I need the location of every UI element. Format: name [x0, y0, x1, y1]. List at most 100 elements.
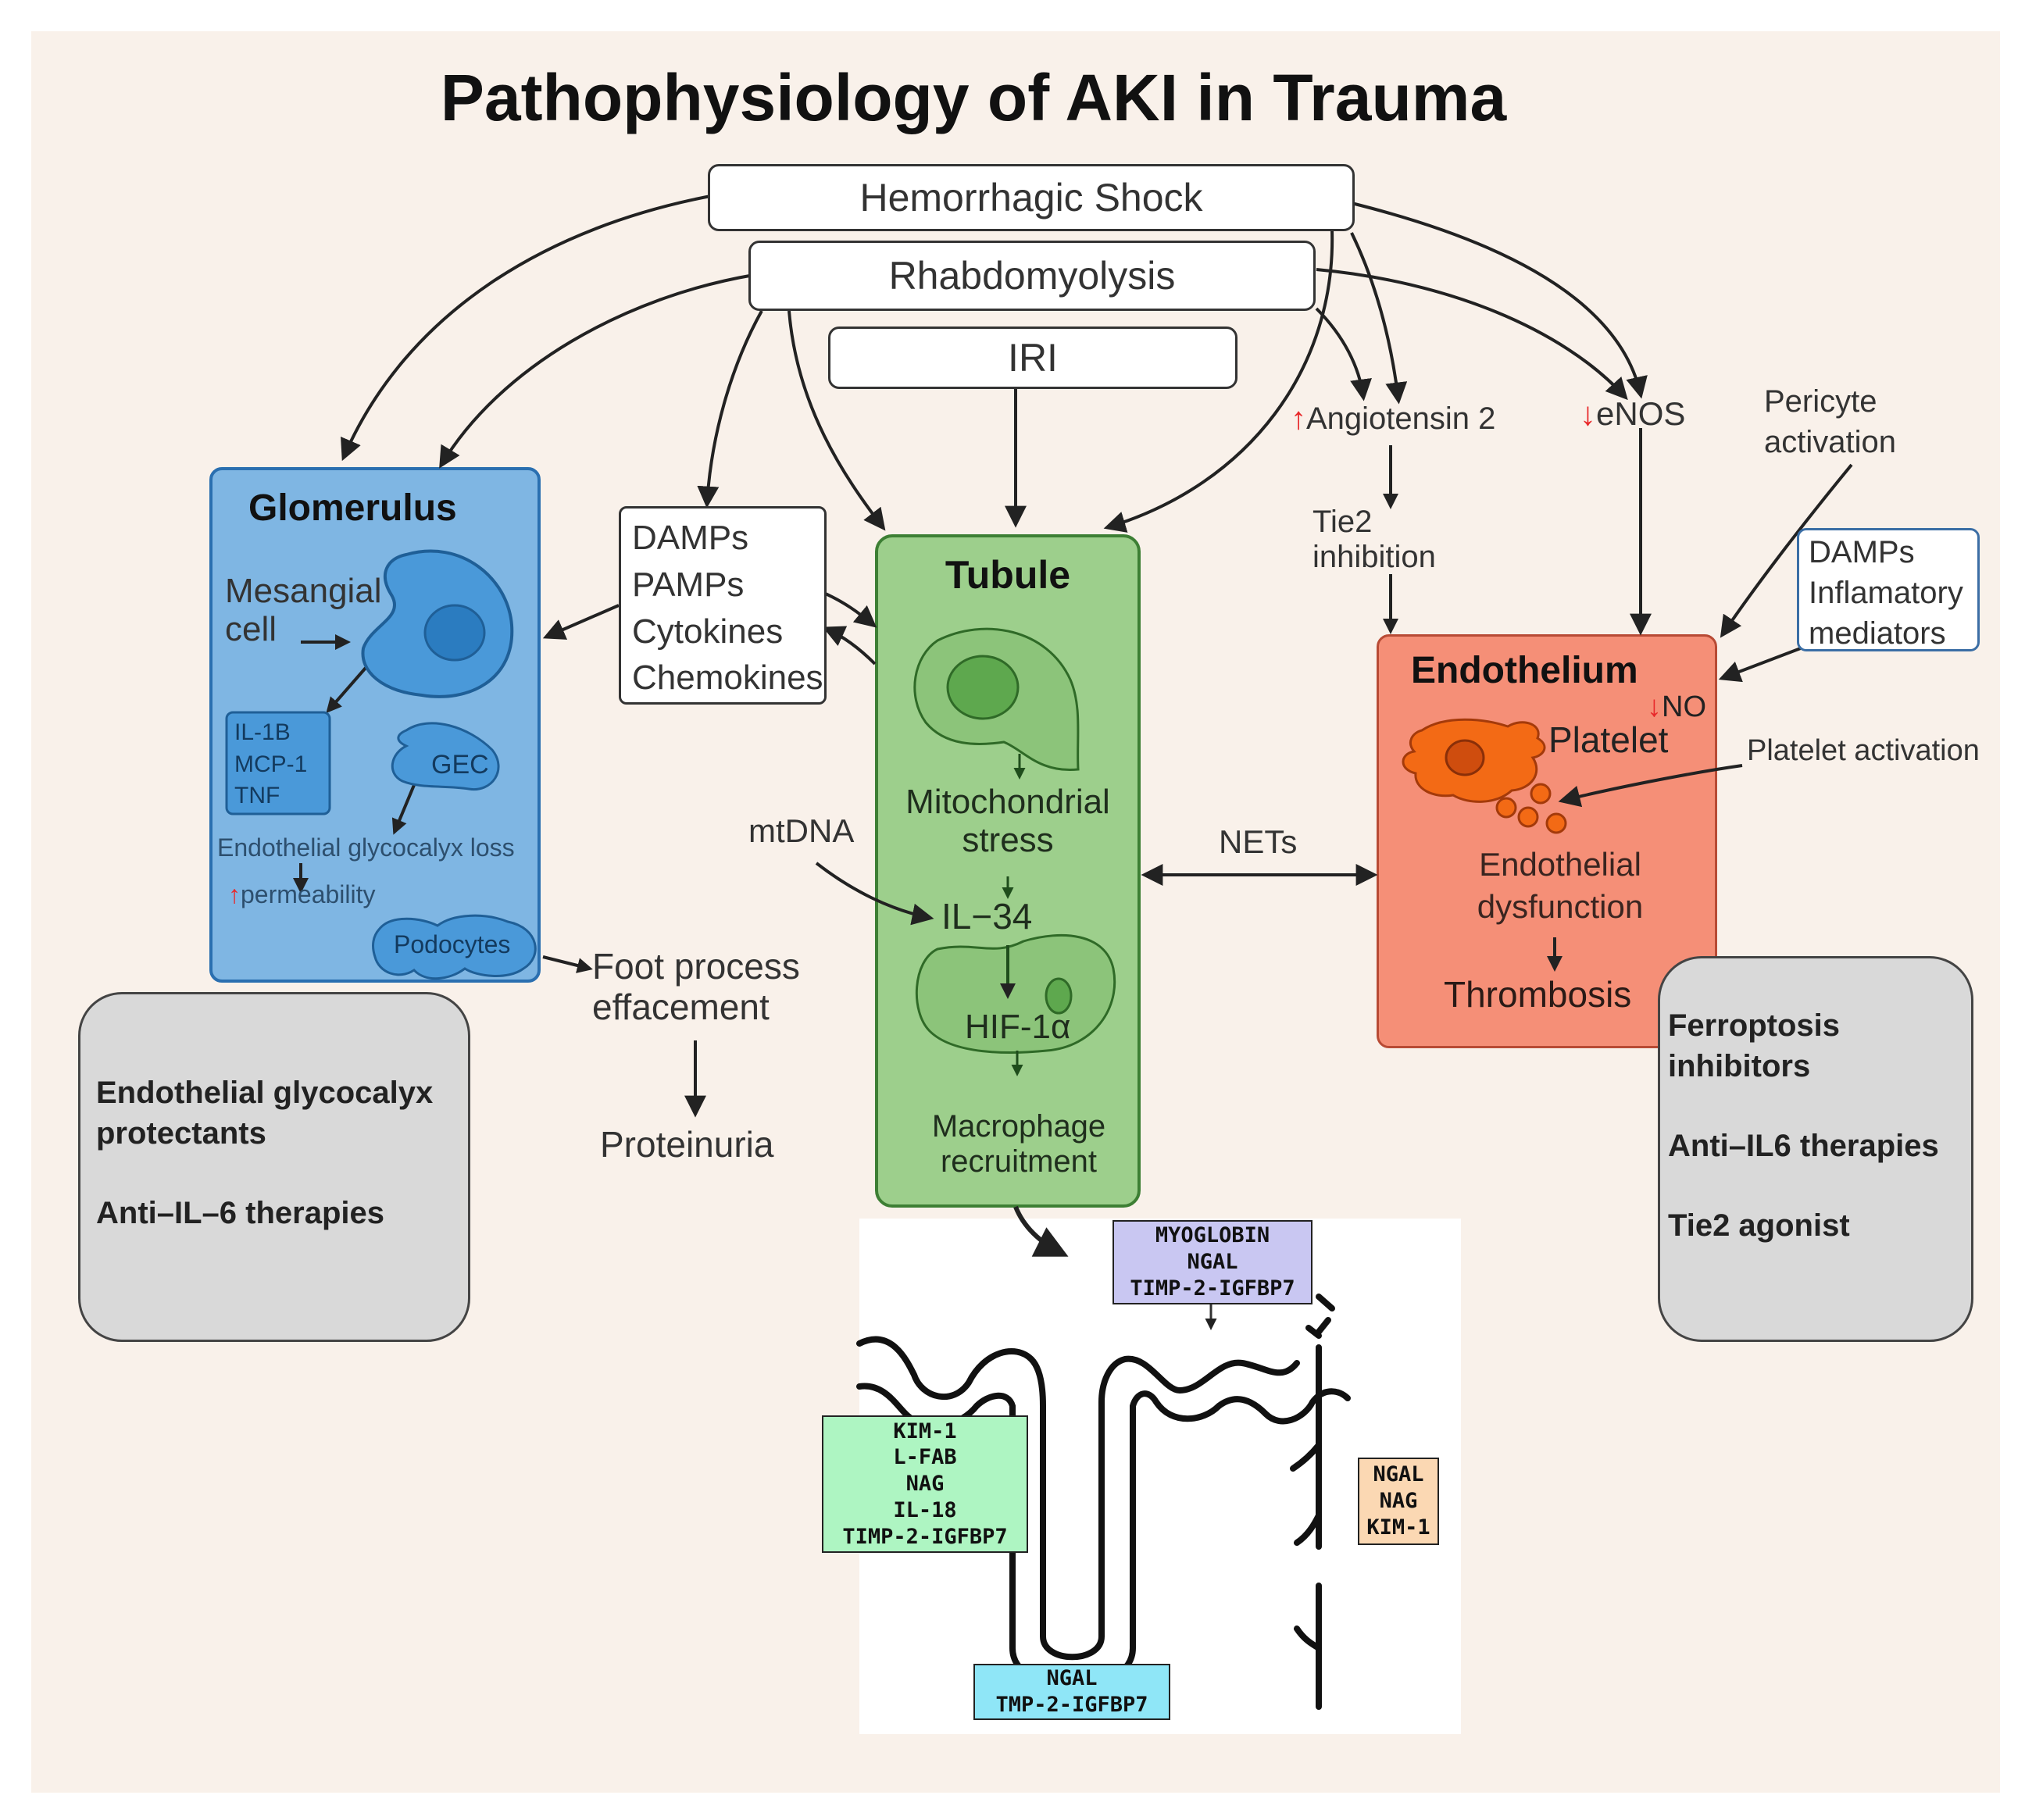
tie2-inhibition-label: Tie2 inhibition — [1312, 505, 1436, 575]
arrow-gec-glycocalyx — [391, 784, 416, 835]
orange-line-2: NAG — [1379, 1489, 1418, 1514]
arrow-mesangial-il1b — [326, 666, 367, 714]
arrow-platelet-activation — [1558, 764, 1743, 808]
hemorrhagic-shock-box: Hemorrhagic Shock — [708, 164, 1355, 231]
therapy-right-line1: Ferroptosis — [1668, 1008, 1841, 1043]
arrow-rhabdo-angiotensin — [1315, 307, 1372, 401]
permeability-text: permeability — [241, 880, 376, 908]
mito-line-2: stress — [962, 821, 1054, 860]
damps-item-4: Chemokines — [632, 658, 823, 698]
damps-inflam-line-2: Inflamatory — [1809, 576, 1963, 610]
il34-label: IL−34 — [941, 896, 1033, 937]
no-text: NO — [1662, 691, 1706, 723]
enos-text: eNOS — [1596, 395, 1686, 432]
cyan-line-1: NGAL — [1046, 1666, 1098, 1691]
damps-box: DAMPs PAMPs Cytokines Chemokines — [619, 506, 827, 705]
therapy-right-line2: inhibitors — [1668, 1049, 1811, 1083]
glycocalyx-loss-label: Endothelial glycocalyx loss — [217, 833, 515, 862]
arrow-rhabdo-glomerulus — [439, 273, 755, 469]
dysfunction-line-1: Endothelial — [1479, 846, 1641, 883]
permeability-up-arrow: ↑ — [228, 880, 241, 908]
tubule-nucleus — [946, 655, 1020, 720]
foot-process-label: Foot process effacement — [592, 946, 800, 1027]
arrow-shock-glomerulus — [341, 194, 716, 462]
podocyte-shape — [372, 914, 537, 980]
arrow-tubule-nephron — [1013, 1205, 1069, 1257]
cytokine-tnf: TNF — [234, 783, 280, 808]
damps-inflam-list: DAMPs Inflamatory mediators — [1809, 532, 1977, 654]
podocytes-label: Podocytes — [394, 930, 511, 958]
tubule-title: Tubule — [945, 553, 1071, 597]
macrophage-label: Macrophage recruitment — [875, 1109, 1162, 1179]
nets-label: NETs — [1219, 823, 1298, 860]
enos-down-arrow: ↓ — [1580, 395, 1596, 432]
therapy-right-line3: Anti–IL6 therapies — [1668, 1129, 1939, 1163]
angiotensin-up-arrow: ↑ — [1291, 401, 1306, 436]
arrow-dampsinflam-endothelium — [1718, 645, 1805, 683]
mito-stress-label: Mitochondrial stress — [875, 783, 1141, 860]
platelet-nucleus — [1445, 739, 1485, 776]
therapy-box-left: Endothelial glycocalyx protectants Anti–… — [78, 992, 470, 1342]
endothelial-dysfunction-label: Endothelial dysfunction — [1377, 844, 1744, 928]
glomerulus-title: Glomerulus — [248, 487, 457, 529]
iri-box: IRI — [828, 327, 1238, 389]
damps-item-2: PAMPs — [632, 565, 745, 604]
mesangial-line-2: cell — [225, 610, 277, 649]
diagram-title: Pathophysiology of AKI in Trauma — [440, 61, 1507, 134]
green-line-2: L-FAB — [893, 1445, 957, 1470]
hif-nucleus — [1045, 977, 1073, 1015]
therapy-box-right: Ferroptosis inhibitors Anti–IL6 therapie… — [1658, 956, 1973, 1342]
mito-line-1: Mitochondrial — [905, 783, 1110, 821]
purple-line-3: TIMP-2-IGFBP7 — [1130, 1276, 1295, 1301]
rhabdomyolysis-box: Rhabdomyolysis — [748, 241, 1316, 311]
cytokine-box — [225, 711, 331, 815]
damps-list: DAMPs PAMPs Cytokines Chemokines — [632, 515, 824, 701]
arrow-shock-angiotensin — [1350, 232, 1408, 405]
damps-inflam-line-3: mediators — [1809, 616, 1946, 651]
damps-item-3: Cytokines — [632, 612, 784, 651]
biomarker-box-purple: MYOGLOBIN NGAL TIMP-2-IGFBP7 — [1112, 1220, 1312, 1304]
green-line-5: TIMP-2-IGFBP7 — [842, 1524, 1008, 1549]
therapy-left-line1: Endothelial glycocalyx — [96, 1076, 434, 1110]
platelet-activation-label: Platelet activation — [1747, 734, 1980, 767]
damps-item-1: DAMPs — [632, 519, 749, 557]
pericyte-line-1: Pericyte — [1764, 384, 1877, 419]
endothelium-title: Endothelium — [1411, 650, 1638, 691]
arrow-podocytes-foot — [542, 955, 593, 973]
platelet-granules — [1495, 783, 1567, 834]
foot-process-line-1: Foot process — [592, 946, 800, 987]
foot-process-line-2: effacement — [592, 986, 770, 1027]
mtdna-label: mtDNA — [748, 812, 855, 849]
angiotensin-label: ↑Angiotensin 2 — [1291, 401, 1495, 437]
arrow-rhabdo-enos — [1316, 268, 1628, 401]
arrow-shock-enos — [1351, 202, 1648, 399]
damps-inflam-line-1: DAMPs — [1809, 535, 1915, 569]
cytokine-mcp1: MCP-1 — [234, 751, 308, 777]
macrophage-line-2: recruitment — [940, 1144, 1098, 1179]
arrow-rhabdo-tubule — [788, 310, 886, 531]
green-line-4: IL-18 — [893, 1497, 957, 1522]
no-down-arrow: ↓ — [1647, 691, 1662, 723]
mesangial-nucleus — [423, 604, 486, 662]
gec-shape — [391, 722, 500, 790]
purple-line-1: MYOGLOBIN — [1155, 1223, 1270, 1248]
no-label: ↓NO — [1647, 691, 1706, 724]
mesangial-cell-label: Mesangial cell — [225, 572, 382, 649]
green-line-1: KIM-1 — [893, 1419, 957, 1444]
tie2-line-1: Tie2 — [1312, 505, 1373, 539]
mesangial-line-1: Mesangial — [225, 572, 382, 610]
angiotensin-text: Angiotensin 2 — [1306, 401, 1496, 436]
damps-inflam-box: DAMPs Inflamatory mediators — [1797, 528, 1980, 651]
proteinuria-label: Proteinuria — [600, 1124, 774, 1165]
hif-label: HIF-1α — [965, 1008, 1071, 1046]
arrow-pericyte-endothelium — [1720, 463, 1853, 638]
enos-label: ↓eNOS — [1580, 395, 1685, 432]
permeability-label: ↑permeability — [228, 880, 376, 909]
biomarker-box-orange: NGAL NAG KIM-1 — [1358, 1458, 1439, 1545]
pericyte-line-2: activation — [1764, 425, 1896, 459]
orange-line-1: NGAL — [1373, 1462, 1424, 1487]
platelet-label: Platelet — [1548, 719, 1669, 760]
purple-line-2: NGAL — [1187, 1250, 1238, 1275]
